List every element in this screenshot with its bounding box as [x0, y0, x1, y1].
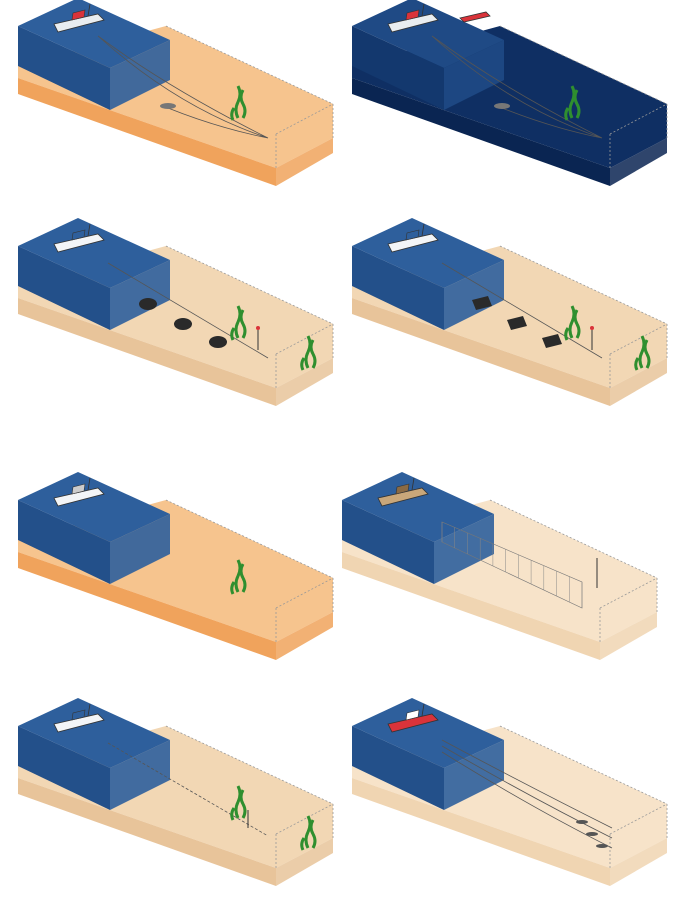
dredge — [596, 844, 608, 848]
panel-longline — [18, 698, 333, 886]
second-boat-hull — [460, 12, 490, 22]
otter-board — [160, 103, 176, 109]
pot — [209, 336, 227, 348]
panel-pots-square — [352, 218, 667, 406]
buoy-flag — [590, 326, 594, 330]
panel-beam-trawl — [18, 472, 333, 660]
panel-pots-round — [18, 218, 333, 406]
panel-dredge — [352, 698, 667, 886]
pot — [174, 318, 192, 330]
pot — [139, 298, 157, 310]
panel-pair-trawl — [352, 0, 667, 186]
panel-gillnet — [342, 472, 657, 660]
buoy-flag — [256, 326, 260, 330]
panel-bottom-trawl — [18, 0, 333, 186]
otter-board — [494, 103, 510, 109]
